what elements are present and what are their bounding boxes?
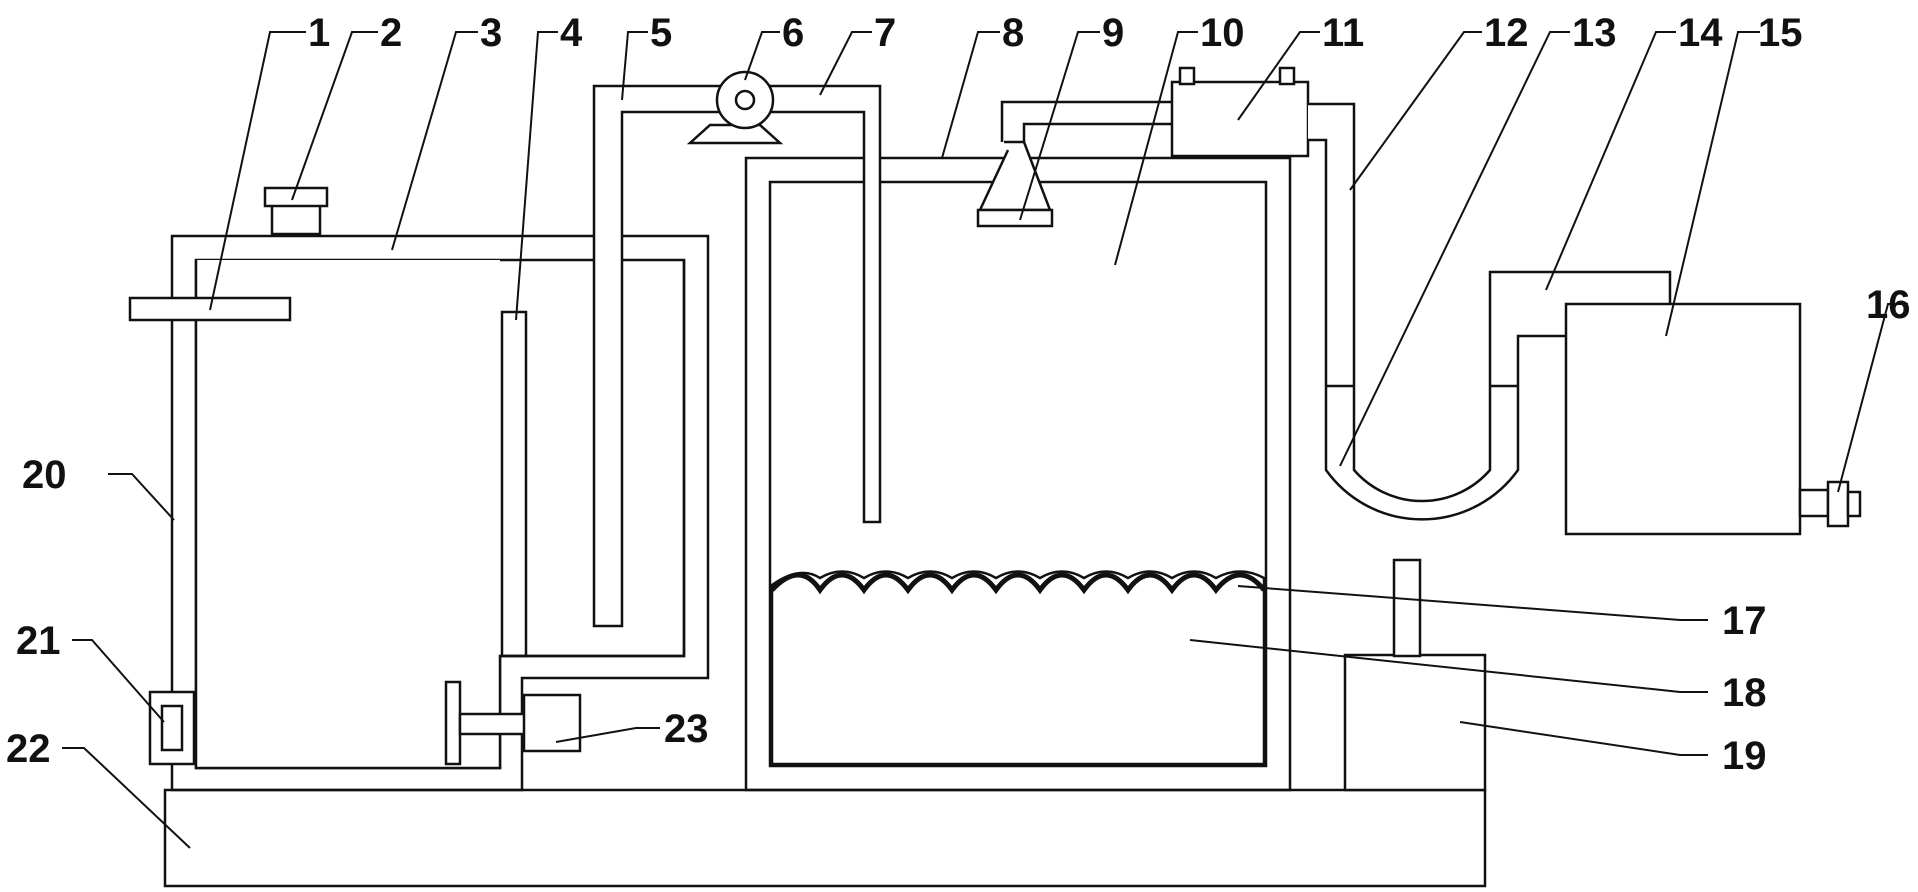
label-4: 4 — [560, 11, 583, 55]
label-11: 11 — [1322, 11, 1364, 55]
label-21: 21 — [16, 619, 61, 663]
part-labels: 1 2 3 4 5 6 7 8 9 10 11 12 13 14 15 16 1… — [6, 11, 1911, 778]
label-7: 7 — [874, 11, 896, 55]
label-1: 1 — [308, 11, 330, 55]
top-inlet — [263, 186, 329, 236]
label-18: 18 — [1722, 671, 1767, 715]
spray-pipe — [976, 100, 1180, 228]
side-unit — [1564, 302, 1862, 536]
wavy-layer — [770, 572, 1266, 595]
label-5: 5 — [650, 11, 672, 55]
label-2: 2 — [380, 11, 402, 55]
label-9: 9 — [1102, 11, 1124, 55]
label-6: 6 — [782, 11, 804, 55]
pump — [686, 70, 784, 145]
label-20: 20 — [22, 453, 67, 497]
fan-box — [1170, 66, 1310, 158]
pump-pipe — [592, 84, 882, 628]
bottom-valve — [444, 680, 582, 766]
label-23: 23 — [664, 707, 709, 751]
label-19: 19 — [1722, 734, 1767, 778]
label-3: 3 — [480, 11, 502, 55]
filter-plate — [500, 310, 528, 658]
leader-lines — [62, 31, 1908, 849]
filler-bed — [770, 570, 1266, 766]
label-14: 14 — [1678, 11, 1723, 55]
label-12: 12 — [1484, 11, 1529, 55]
main-tank — [744, 156, 1292, 792]
label-15: 15 — [1758, 11, 1803, 55]
base-slab — [163, 788, 1487, 888]
label-17: 17 — [1722, 599, 1767, 643]
label-13: 13 — [1572, 11, 1617, 55]
label-8: 8 — [1002, 11, 1024, 55]
label-16: 16 — [1866, 283, 1911, 327]
label-10: 10 — [1200, 11, 1245, 55]
label-22: 22 — [6, 727, 51, 771]
side-gauge — [148, 690, 196, 766]
